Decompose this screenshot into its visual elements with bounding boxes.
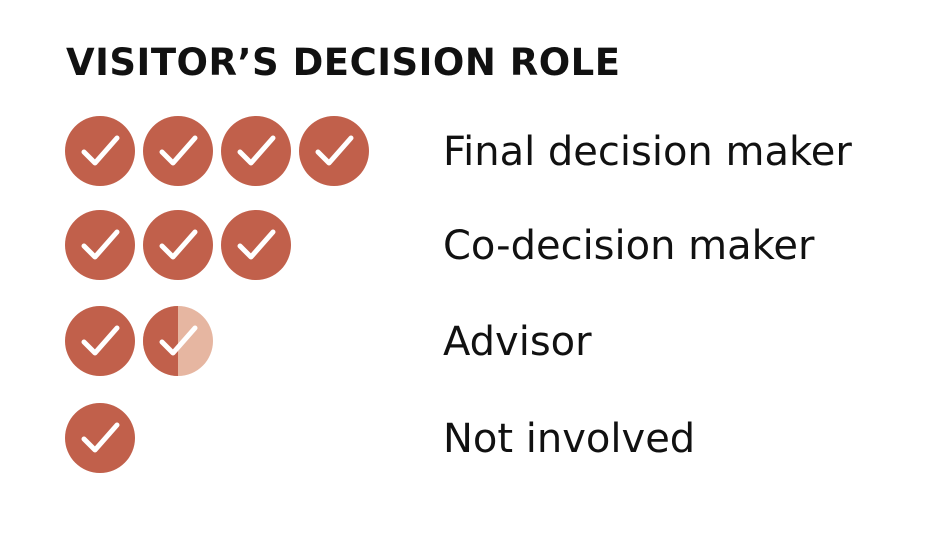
chart-title: VISITOR’S DECISION ROLE [66, 41, 621, 84]
category-label: Not involved [443, 416, 695, 462]
category-label: Final decision maker [443, 129, 852, 175]
check-circle-icon [143, 210, 213, 280]
check-circle-icon [143, 306, 213, 376]
check-circle-icon [65, 403, 135, 473]
check-circle-icon [221, 210, 291, 280]
chart-row: Advisor [65, 306, 592, 376]
chart-row: Co-decision maker [65, 210, 815, 280]
check-circle-icon [65, 306, 135, 376]
chart-row: Final decision maker [65, 116, 852, 186]
category-label: Advisor [443, 319, 592, 365]
check-circle-icon [65, 210, 135, 280]
check-circle-icon [221, 116, 291, 186]
check-circle-icon [299, 116, 369, 186]
chart-row: Not involved [65, 403, 695, 473]
category-label: Co-decision maker [443, 223, 815, 269]
check-circle-icon [65, 116, 135, 186]
check-circle-icon [143, 116, 213, 186]
